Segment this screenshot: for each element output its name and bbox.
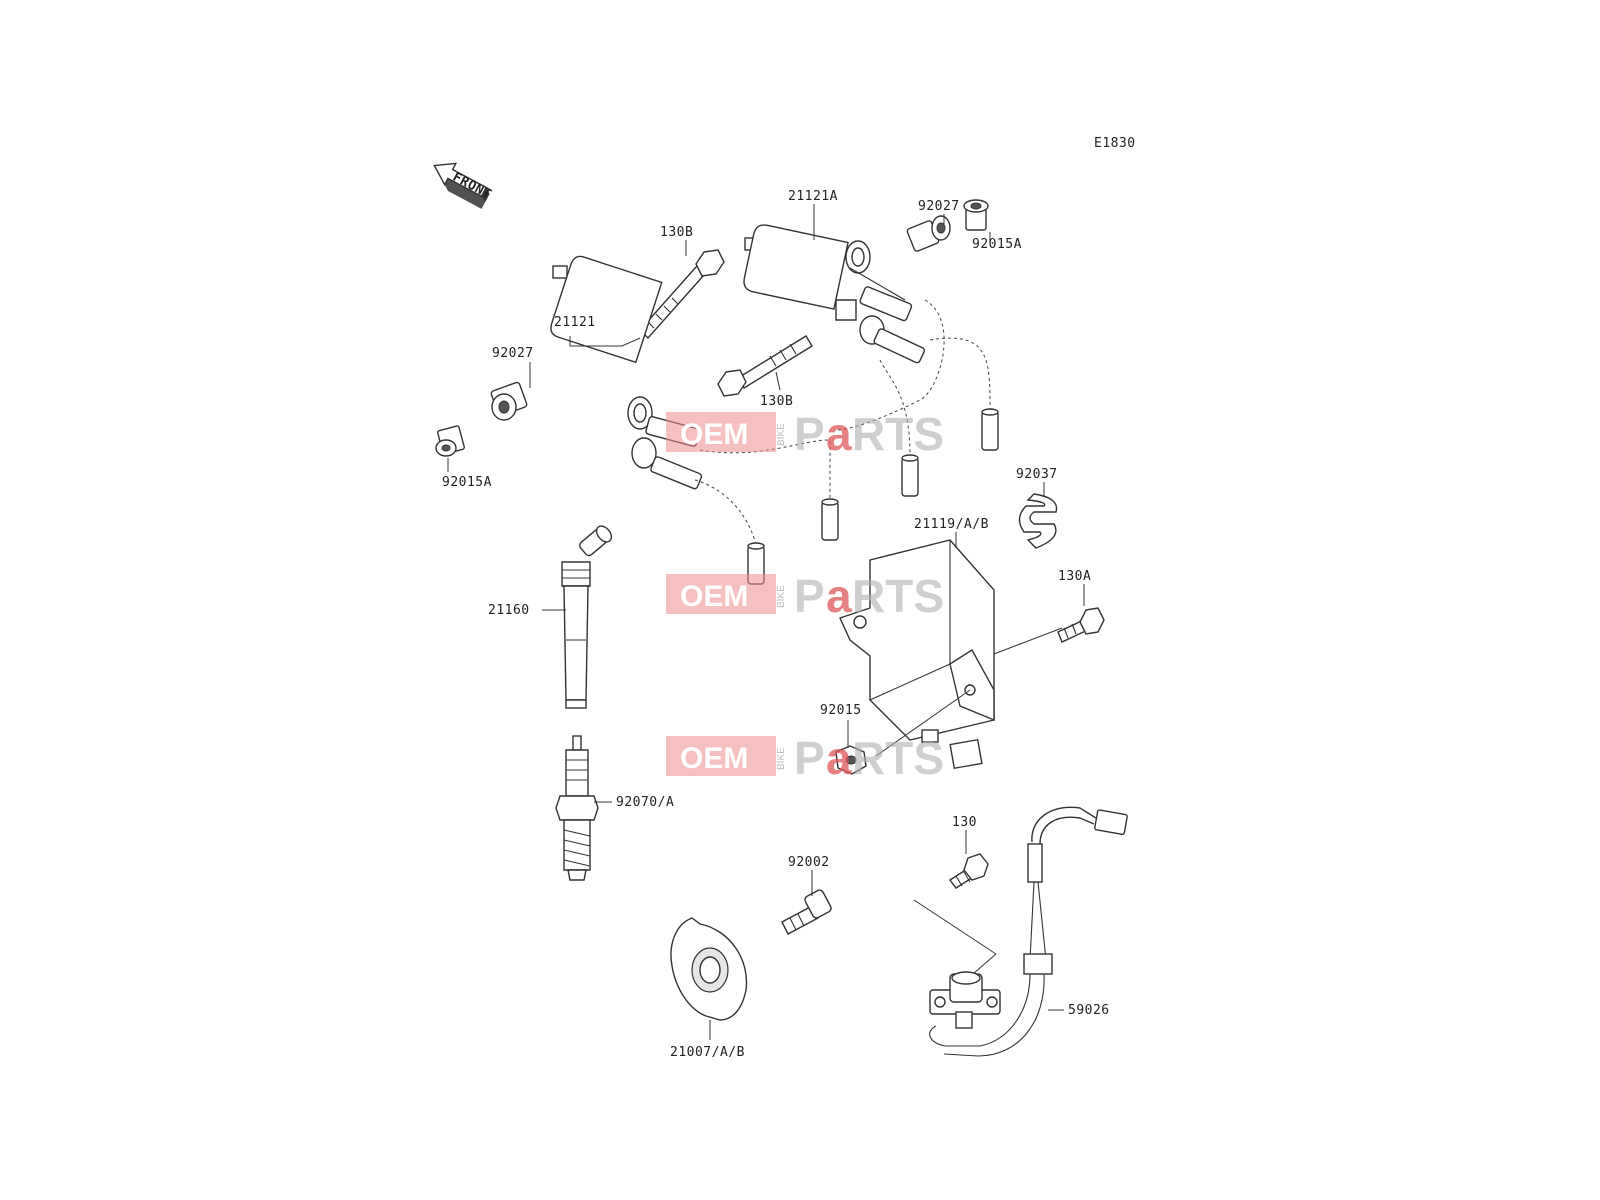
label-92015A-top[interactable]: 92015A [972,237,1022,252]
watermark-1: OEM BIKE P a RTS [666,408,944,460]
svg-text:P: P [794,408,825,460]
label-130[interactable]: 130 [952,815,977,830]
watermark-3: OEM BIKE P a RTS [666,732,944,784]
timing-rotor-21007 [670,917,748,1021]
leader-lines [447,204,1085,1040]
bolt-130A [1057,607,1105,643]
svg-text:a: a [826,732,852,784]
spark-plug-cap-21160 [561,525,613,709]
label-59026[interactable]: 59026 [1068,1003,1110,1018]
bolt-92002 [781,889,832,935]
label-92015[interactable]: 92015 [820,703,862,718]
ignition-coil-21121A [743,224,926,364]
pickup-coil-59026 [913,806,1128,1057]
front-arrow-icon: FRONT [433,162,494,209]
label-21007[interactable]: 21007/A/B [670,1045,745,1060]
svg-text:OEM: OEM [680,742,748,775]
label-21119[interactable]: 21119/A/B [914,517,989,532]
label-21121[interactable]: 21121 [554,315,596,330]
watermark-2: OEM BIKE P a RTS [666,570,944,622]
label-130B-mid[interactable]: 130B [760,394,793,409]
svg-text:P: P [794,732,825,784]
svg-text:RTS: RTS [852,732,944,784]
plug-lead-wires [694,299,999,585]
svg-text:a: a [826,570,852,622]
svg-text:RTS: RTS [852,408,944,460]
label-21121A[interactable]: 21121A [788,189,838,204]
label-21160[interactable]: 21160 [488,603,530,618]
bolt-130 [948,853,989,889]
bolt-130B-mid [717,335,813,397]
svg-text:BIKE: BIKE [776,747,787,770]
nut-92015 [835,745,867,775]
label-92027-top[interactable]: 92027 [918,199,960,214]
label-92002[interactable]: 92002 [788,855,830,870]
collar-92015A-left [435,425,465,457]
ignitor-unit-21119 [839,539,995,770]
label-92027-left[interactable]: 92027 [492,346,534,361]
svg-text:RTS: RTS [852,570,944,622]
label-92037[interactable]: 92037 [1016,467,1058,482]
bolt-130B-top [639,249,725,340]
label-130A[interactable]: 130A [1058,569,1091,584]
svg-text:OEM: OEM [680,418,748,451]
collar-92015A-top [963,199,989,231]
clamp-92037 [1018,493,1058,549]
spark-plug-92070 [555,735,599,881]
label-130B-top[interactable]: 130B [660,225,693,240]
svg-text:a: a [826,408,852,460]
label-92070[interactable]: 92070/A [616,795,674,810]
grommet-92027-left [490,381,528,421]
svg-text:BIKE: BIKE [776,585,787,608]
grommet-92027-top [906,215,951,252]
diagram-code: E1830 [1094,136,1136,151]
label-92015A-left[interactable]: 92015A [442,475,492,490]
svg-text:P: P [794,570,825,622]
svg-text:OEM: OEM [680,580,748,613]
svg-text:BIKE: BIKE [776,423,787,446]
